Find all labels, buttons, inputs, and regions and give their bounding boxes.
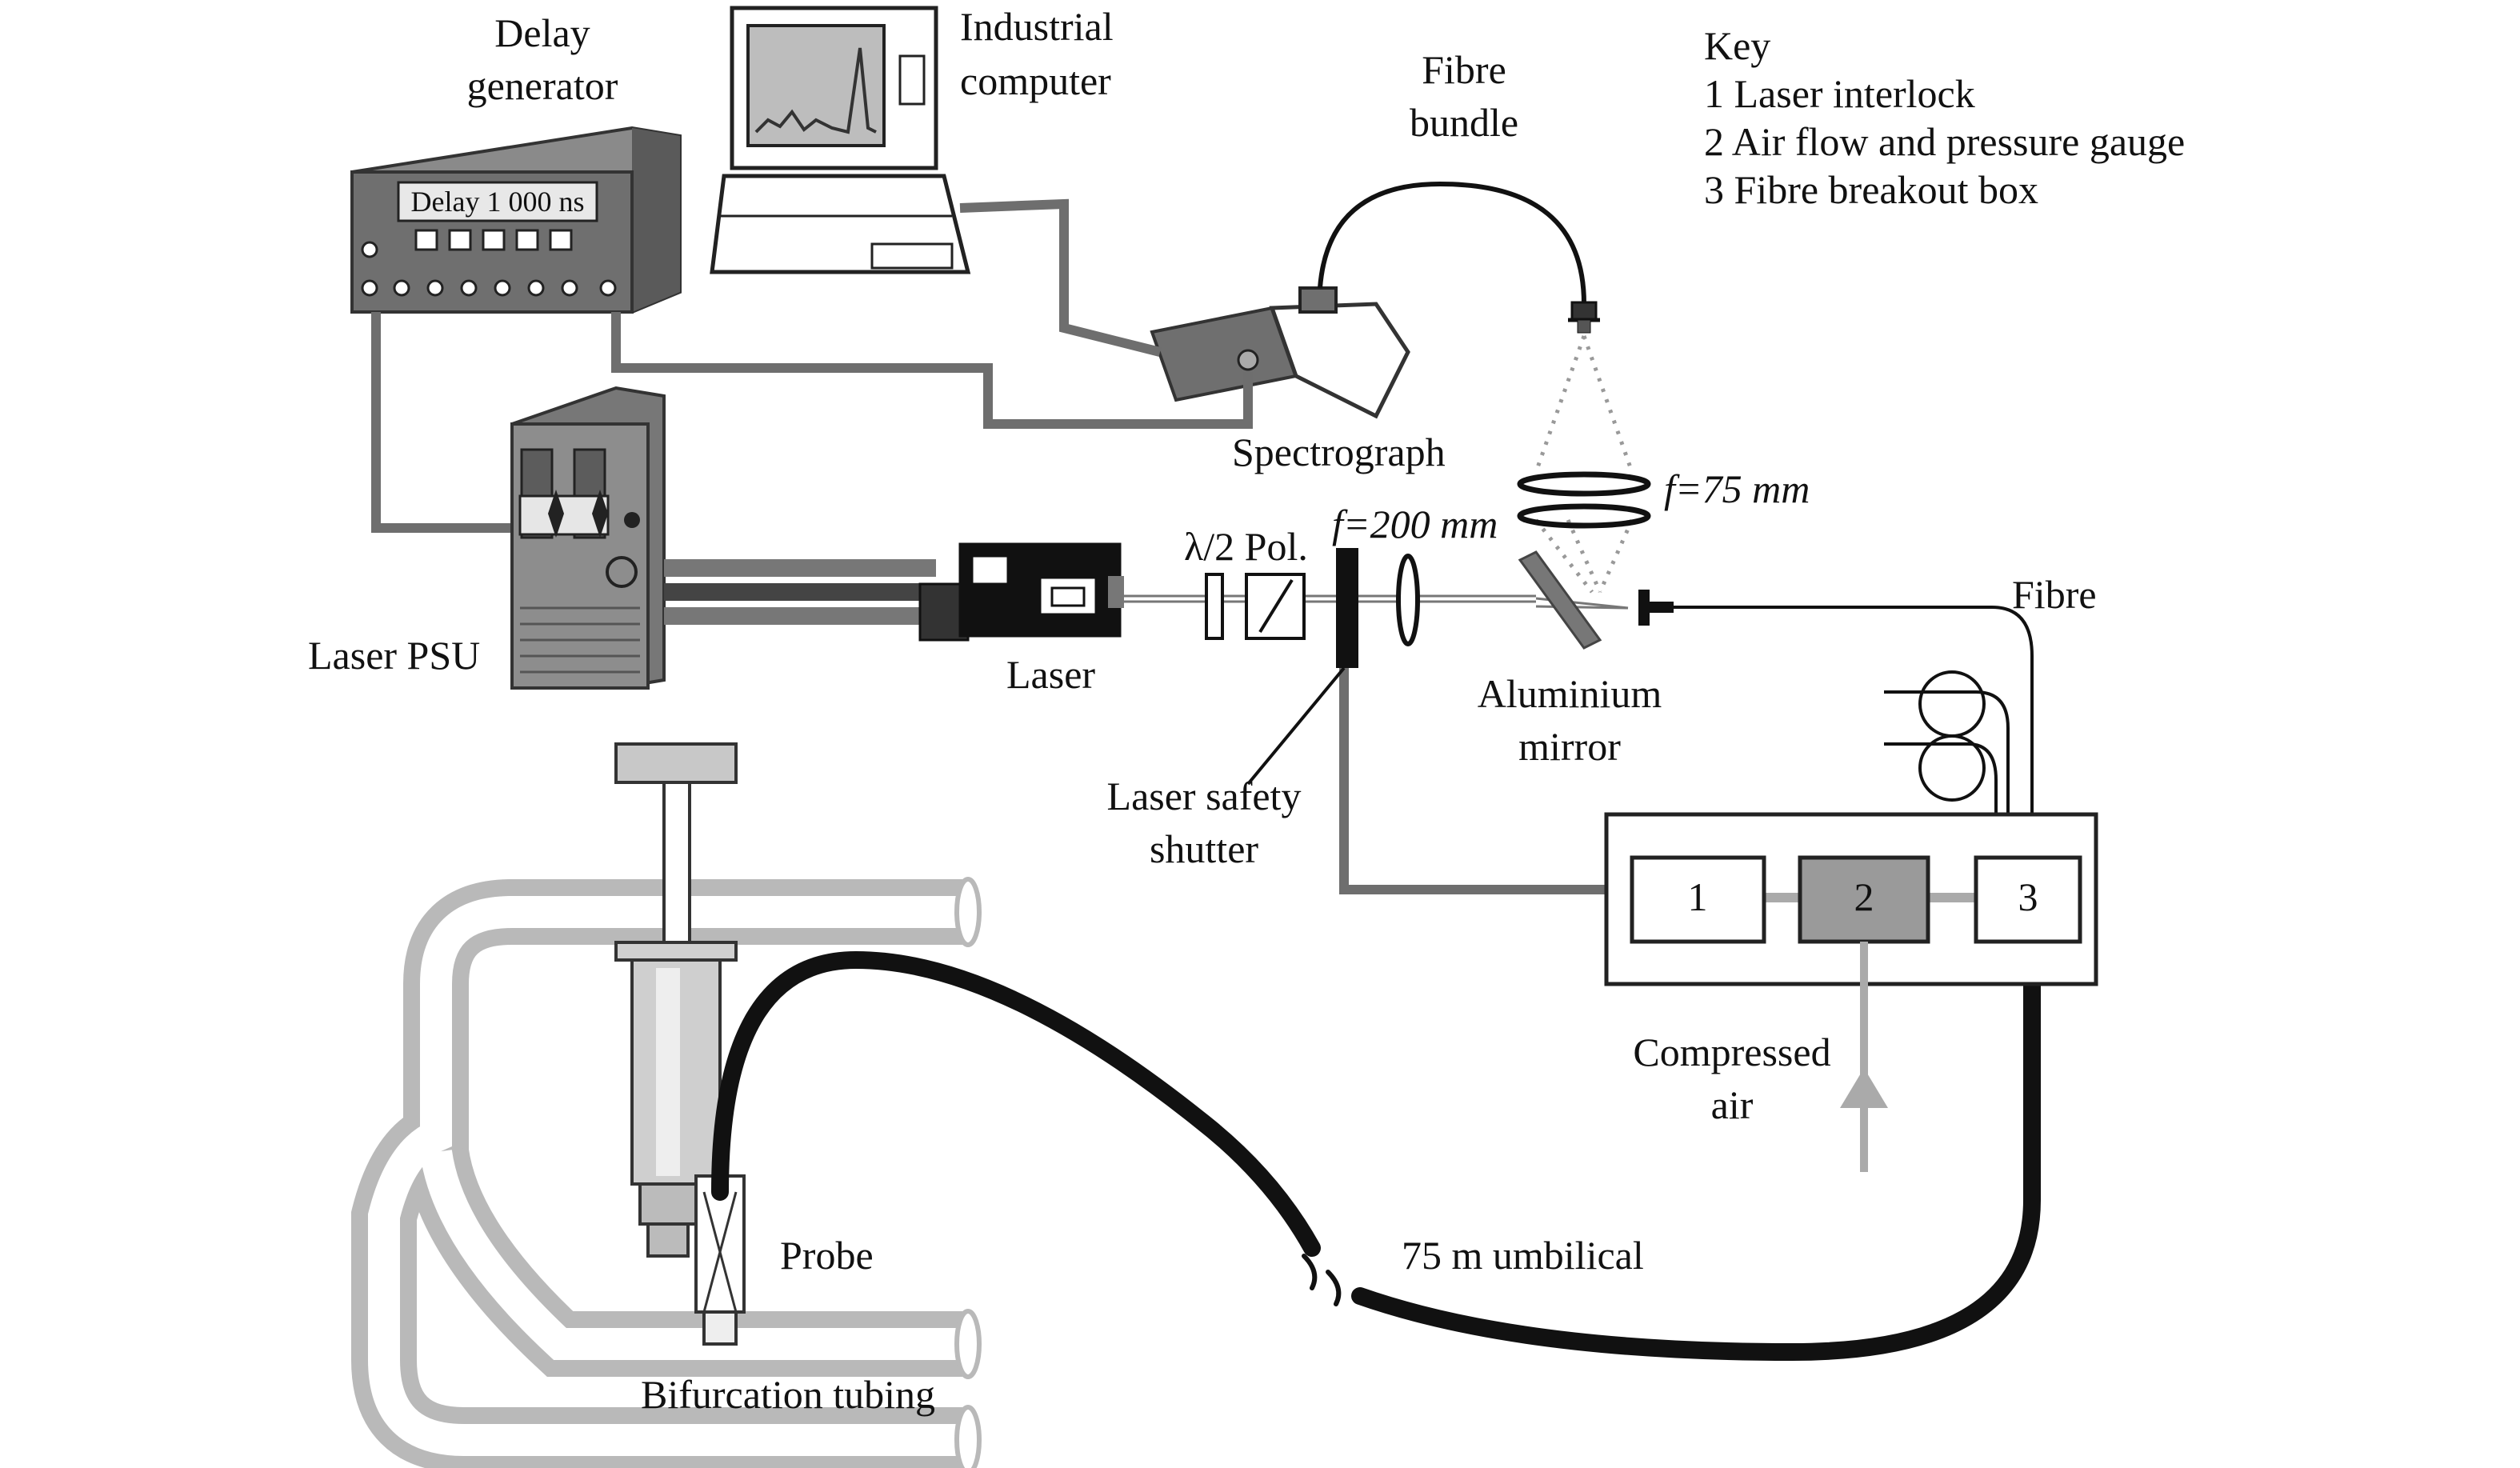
fibre-bundle — [1318, 181, 1600, 334]
fibre-label: Fibre — [2012, 572, 2097, 617]
delay-display — [397, 181, 598, 222]
key-item-1: 1 Laser interlock — [1704, 71, 1975, 116]
breakout-box-1-label: 1 — [1688, 874, 1708, 919]
breakout-box-2: 2 — [1798, 855, 1930, 944]
delay-generator — [350, 126, 682, 314]
polariser — [1245, 573, 1306, 640]
breakout-box-3: 3 — [1974, 855, 2082, 944]
psu-laser-cables — [664, 559, 936, 625]
spectrograph — [1150, 286, 1410, 419]
laser-label: Laser — [1006, 652, 1095, 697]
probe-label: Probe — [780, 1233, 874, 1278]
lens-f75-pair — [1517, 471, 1651, 529]
fibre-bundle-label-line2: bundle — [1410, 100, 1518, 145]
lens-f200-label: f=200 mm — [1332, 502, 1498, 546]
half-wave-plate — [1205, 573, 1224, 640]
laser-head — [918, 542, 1124, 642]
key-item-3: 3 Fibre breakout box — [1704, 167, 2038, 212]
breakout-box-1: 1 — [1630, 855, 1766, 944]
lens-f75-label: f=75 mm — [1664, 466, 1810, 511]
key-title: Key — [1704, 23, 1770, 68]
laser-safety-shutter — [1246, 548, 1358, 786]
spectrograph-label: Spectrograph — [1232, 430, 1446, 474]
pipe-end-top — [954, 877, 982, 947]
compressed-air-arrow-icon — [1840, 1068, 1888, 1108]
fibre-lines — [1674, 606, 2034, 848]
compressed-air-label-line2: air — [1711, 1082, 1754, 1127]
fibre-coupler — [1638, 590, 1674, 626]
signal-cables — [371, 198, 1632, 894]
probe-assembly — [614, 742, 746, 1346]
fibre-bundle-label-line1: Fibre — [1422, 47, 1506, 92]
laser-safety-shutter-label-line1: Laser safety — [1107, 774, 1302, 818]
collection-light-cone — [1534, 335, 1634, 594]
aluminium-mirror-label-line1: Aluminium — [1478, 671, 1662, 716]
half-wave-pol-label: λ/2 Pol. — [1184, 524, 1308, 569]
text-labels: Delay generator Delay 1 000 ns Industria… — [308, 4, 2185, 1417]
bifurcation-tubing-pipes — [351, 877, 982, 1468]
pipe-end-middle — [954, 1309, 982, 1379]
laser-psu-label: Laser PSU — [308, 633, 480, 678]
umbilical-cable — [711, 919, 2041, 1362]
umbilical-label: 75 m umbilical — [1402, 1233, 1644, 1278]
breakout-box-2-label: 2 — [1854, 874, 1874, 919]
delay-display-text: Delay 1 000 ns — [411, 186, 585, 218]
aluminium-mirror-label-line2: mirror — [1518, 724, 1621, 769]
laser-psu — [510, 386, 666, 690]
lens-f200 — [1396, 554, 1420, 646]
delay-generator-label-line2: generator — [467, 63, 618, 108]
industrial-computer-label-line2: computer — [960, 58, 1111, 103]
industrial-computer — [710, 6, 971, 274]
key-item-2: 2 Air flow and pressure gauge — [1704, 119, 2185, 164]
compressed-air-label-line1: Compressed — [1633, 1030, 1830, 1074]
bifurcation-tubing-label: Bifurcation tubing — [641, 1372, 935, 1417]
delay-generator-label-line1: Delay — [494, 10, 590, 55]
breakout-box-3-label: 3 — [2018, 874, 2038, 919]
laser-safety-shutter-label-line2: shutter — [1150, 826, 1258, 871]
compressed-air-line — [1840, 942, 1888, 1172]
pipe-end-bottom — [954, 1405, 982, 1468]
industrial-computer-label-line1: Industrial — [960, 4, 1114, 49]
aluminium-mirror — [1518, 550, 1602, 650]
